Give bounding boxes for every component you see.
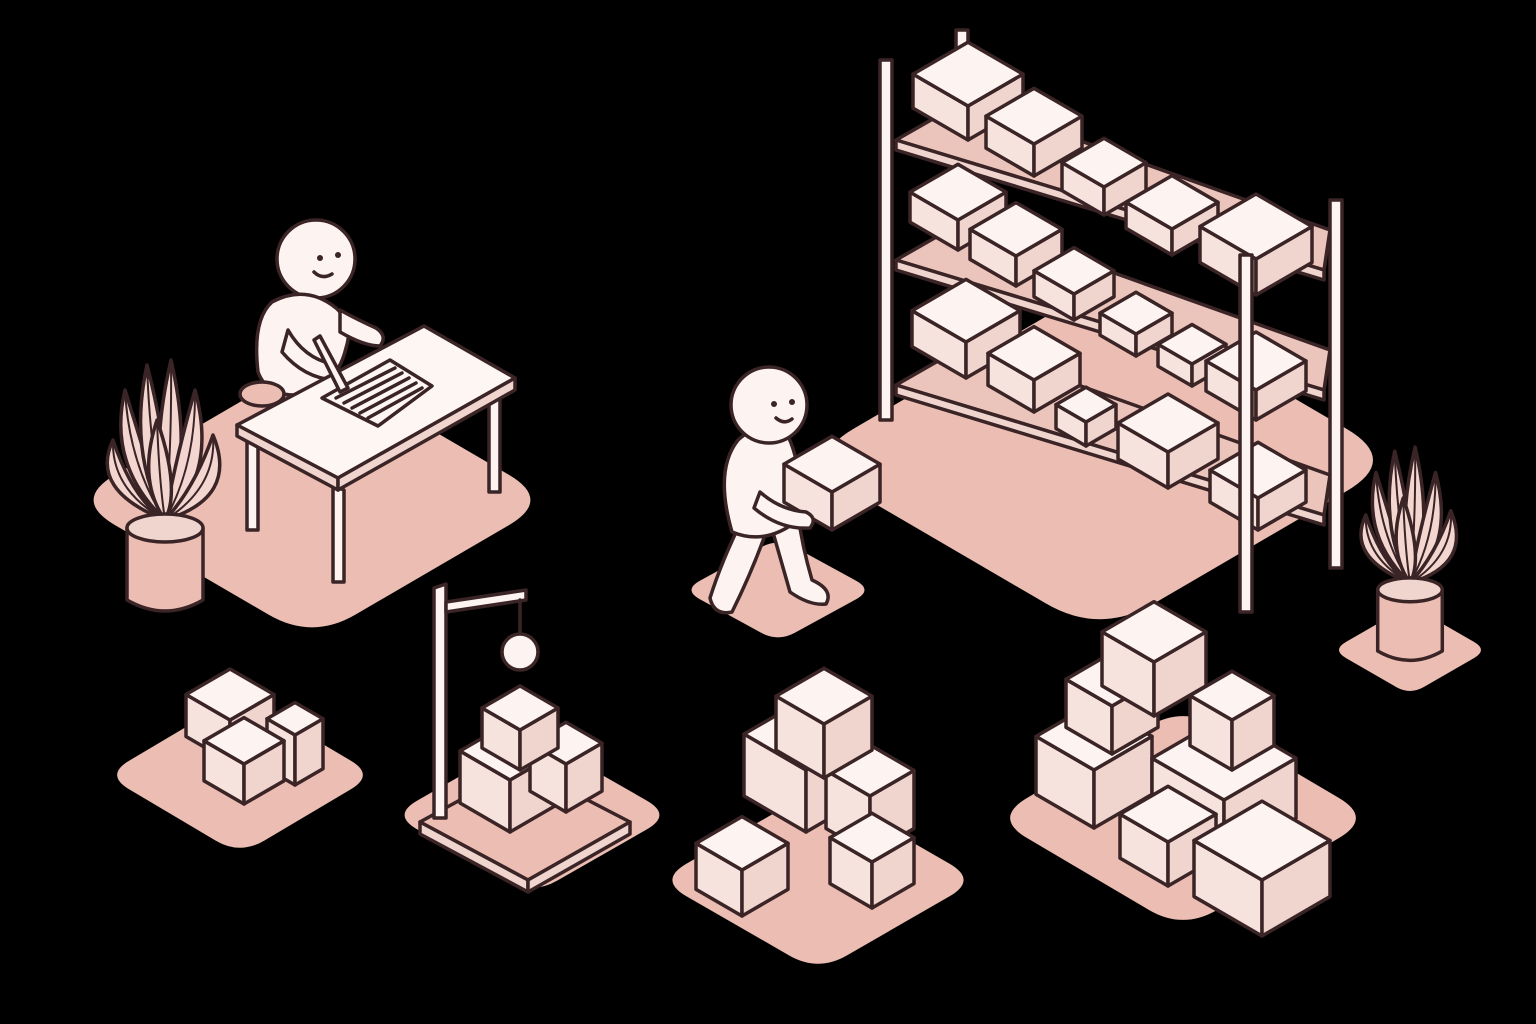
box-top <box>186 669 274 720</box>
stool <box>240 382 284 406</box>
shelf-box <box>1034 248 1114 320</box>
shelf-box <box>1100 292 1172 356</box>
plant-pot <box>127 528 203 611</box>
box-top <box>267 703 323 735</box>
scale-post <box>434 584 446 818</box>
worker-head <box>731 367 807 443</box>
shelf-box <box>910 164 1006 250</box>
shelf-box <box>1056 387 1116 446</box>
box-top <box>988 327 1080 380</box>
worker-leg <box>710 520 764 613</box>
box-top <box>1102 602 1206 662</box>
carried-box <box>784 436 880 530</box>
desk-edge <box>338 378 515 490</box>
box-top <box>1034 248 1114 294</box>
box-top <box>204 718 284 764</box>
box-top <box>482 686 558 730</box>
shelf-post <box>1240 255 1252 612</box>
worker-head <box>277 220 355 298</box>
shelf-box <box>913 42 1023 140</box>
box <box>482 686 558 770</box>
box-top <box>696 817 788 870</box>
box-top <box>1126 176 1218 229</box>
shelf-box <box>912 279 1020 378</box>
pencil <box>314 336 348 392</box>
box <box>830 813 914 908</box>
box-top <box>1158 325 1226 364</box>
scale-weight <box>502 634 538 670</box>
box-top <box>830 813 914 862</box>
box <box>204 718 284 804</box>
box <box>776 668 872 778</box>
box-pyramid-center <box>696 668 914 916</box>
box-top <box>910 164 1006 220</box>
writing-desk-station <box>237 220 515 582</box>
box-top <box>1200 194 1312 259</box>
worker-figure <box>257 220 384 395</box>
plant-vein <box>157 420 165 520</box>
box <box>1190 671 1274 770</box>
box-top <box>1190 671 1274 720</box>
scale-boxes <box>460 686 602 832</box>
box <box>696 817 788 916</box>
box-top <box>1062 138 1146 187</box>
shelf-post <box>1330 200 1342 568</box>
worker-arm <box>754 492 813 528</box>
plant-pot <box>1378 590 1443 661</box>
storage-shelf <box>880 30 1342 612</box>
worker-smile <box>314 272 332 277</box>
box-top <box>776 668 872 724</box>
small-box-stack <box>186 669 323 804</box>
worker-leg <box>770 514 828 604</box>
plant-vein <box>1403 498 1410 583</box>
shelf-box <box>988 327 1080 412</box>
desk-leg <box>247 440 258 530</box>
box-pyramid-right <box>1036 602 1330 936</box>
box-top <box>913 42 1023 106</box>
carrying-worker <box>710 367 880 613</box>
worker-eye <box>317 255 323 261</box>
plant-right <box>1361 447 1457 660</box>
box-top <box>784 436 880 492</box>
shelf-box <box>986 88 1082 176</box>
box <box>1120 786 1216 886</box>
worker-arm <box>340 310 383 346</box>
box-top <box>1118 394 1218 452</box>
plant-pot-rim <box>1378 578 1443 602</box>
shelf-box <box>1118 394 1218 488</box>
shelf-box <box>1200 194 1312 295</box>
worker-eye <box>789 399 795 405</box>
box-top <box>1100 292 1172 334</box>
box-top <box>1210 442 1306 498</box>
box-top <box>1194 801 1330 880</box>
box-top <box>1206 332 1306 390</box>
shelf-boxes <box>910 42 1312 530</box>
box <box>784 436 880 530</box>
shelf-front-posts <box>880 60 1342 612</box>
shelf-box <box>1062 138 1146 215</box>
hanging-scale-station <box>420 584 630 892</box>
desk-leg <box>333 486 344 582</box>
notepad <box>322 360 432 426</box>
scale-arm <box>446 590 526 612</box>
box-top <box>970 203 1062 256</box>
worker-smile <box>776 418 792 422</box>
worker-eye <box>335 252 341 258</box>
plant-left <box>107 360 220 611</box>
box-top <box>1120 786 1216 842</box>
scale-base-edge <box>528 822 630 892</box>
shelf-post <box>880 60 892 420</box>
box-top <box>986 88 1082 144</box>
worker-eye <box>771 401 777 407</box>
box-top <box>1056 387 1116 422</box>
plant-pot-rim <box>127 514 203 542</box>
notepad-line <box>336 368 422 418</box>
plant-vein <box>165 390 195 520</box>
box-top <box>912 279 1020 342</box>
box <box>1194 801 1330 936</box>
